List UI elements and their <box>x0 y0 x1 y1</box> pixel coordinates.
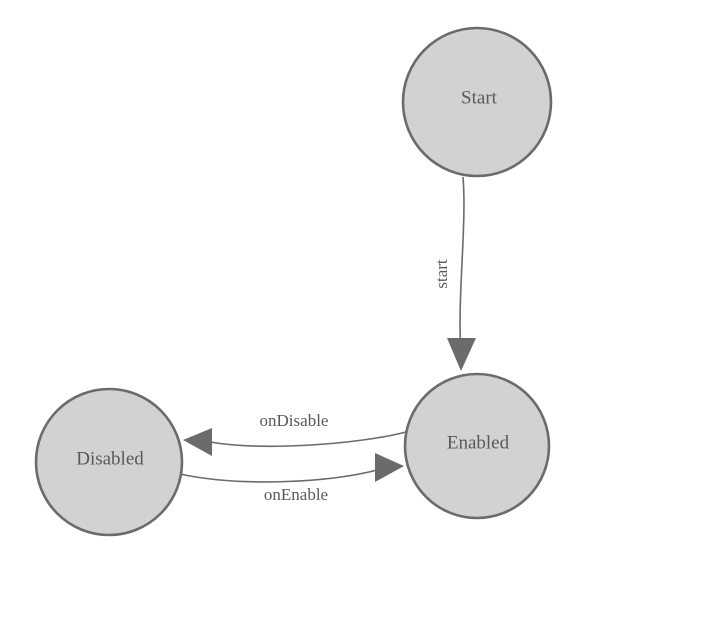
edge-label-ondisable: onDisable <box>260 411 329 430</box>
edge-start-to-enabled-arrowhead <box>447 338 476 371</box>
edge-disabled-to-enabled-arrowhead <box>375 453 404 482</box>
state-node-enabled[interactable]: Enabled <box>403 372 551 520</box>
state-node-start-label: Start <box>461 87 498 108</box>
state-node-start[interactable]: Start <box>401 26 553 178</box>
state-node-disabled-label: Disabled <box>76 448 144 469</box>
state-node-start-circle[interactable] <box>401 26 553 178</box>
edge-disabled-to-enabled-path <box>179 468 382 483</box>
edge-start-to-enabled[interactable]: start <box>432 176 476 371</box>
edge-enabled-to-disabled-arrowhead <box>183 428 212 456</box>
edge-enabled-to-disabled-path <box>204 431 407 448</box>
edge-label-start: start <box>432 259 451 289</box>
state-node-disabled-circle[interactable] <box>34 387 184 537</box>
edge-enabled-to-disabled[interactable]: onDisable <box>183 411 407 456</box>
state-node-enabled-label: Enabled <box>447 432 510 453</box>
state-node-disabled[interactable]: Disabled <box>34 387 184 537</box>
edge-start-to-enabled-path <box>459 176 465 352</box>
edge-label-onenable: onEnable <box>264 485 328 504</box>
edge-disabled-to-enabled[interactable]: onEnable <box>179 453 404 504</box>
state-node-enabled-circle[interactable] <box>403 372 551 520</box>
